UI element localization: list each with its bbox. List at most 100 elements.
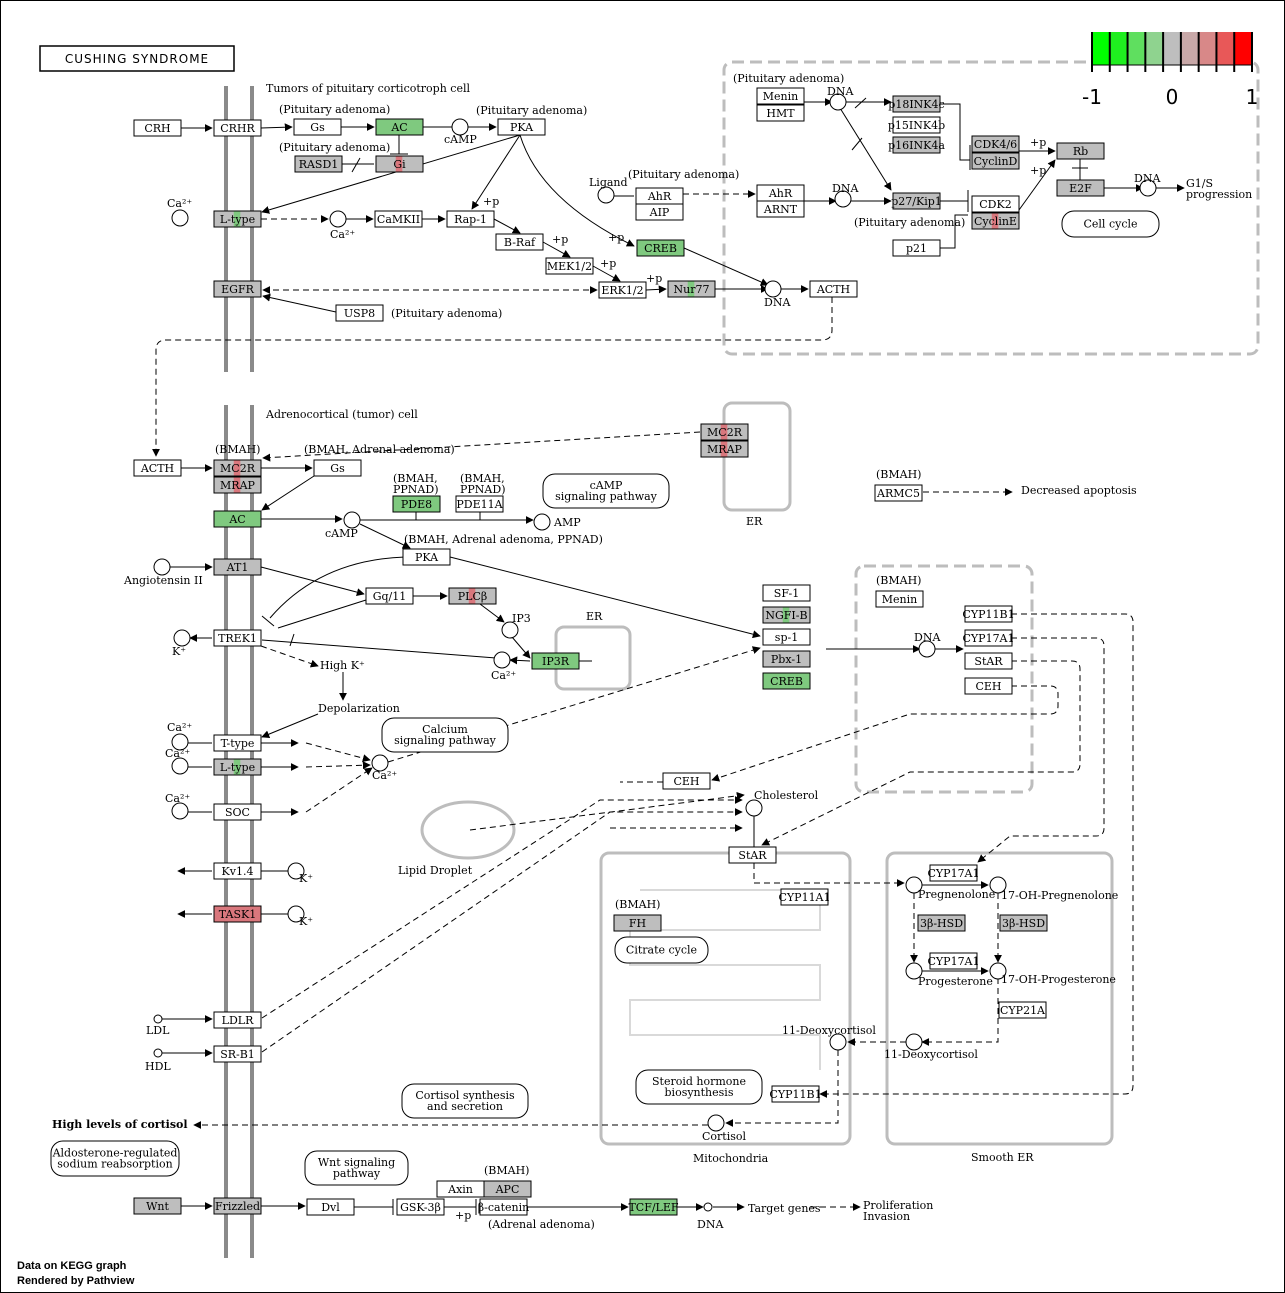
gene-egfr[interactable]: EGFR	[213, 280, 262, 298]
label: (Pituitary adenoma)	[628, 168, 739, 181]
gene-rap-1[interactable]: Rap-1	[446, 210, 495, 228]
gene-l-type[interactable]: L-type	[213, 758, 262, 776]
gene-ip3r[interactable]: IP3R	[531, 652, 580, 670]
pathway-link-label: cAMP	[590, 479, 623, 492]
gene-crhr[interactable]: CRHR	[213, 119, 262, 137]
gene-kv1-4[interactable]: Kv1.4	[213, 862, 262, 880]
gene-gi[interactable]: Gi	[375, 155, 424, 173]
gene-ahr[interactable]: AhR	[635, 187, 684, 205]
gene-pde11a[interactable]: PDE11A	[455, 495, 504, 513]
gene-3-hsd[interactable]: 3β-HSD	[917, 914, 966, 932]
gene-star[interactable]: StAR	[728, 846, 777, 864]
gene-mrap[interactable]: MRAP	[700, 440, 749, 458]
gene-camkii[interactable]: CaMKII	[374, 210, 423, 228]
gene-pka[interactable]: PKA	[497, 118, 546, 136]
gene-star[interactable]: StAR	[964, 652, 1013, 670]
gene-menin[interactable]: Menin	[756, 87, 805, 105]
compound-circle	[1139, 179, 1157, 197]
gene-mek1-2[interactable]: MEK1/2	[545, 257, 594, 275]
gene-ngfi-b[interactable]: NGFI-B	[762, 606, 811, 624]
gene-cyp11a1[interactable]: CYP11A1	[778, 888, 831, 906]
pathway-link-label: Steroid hormone	[652, 1075, 746, 1088]
gene-mc2r[interactable]: MC2R	[213, 459, 262, 477]
gene-cyp17a1[interactable]: CYP17A1	[962, 629, 1015, 647]
gene-mrap[interactable]: MRAP	[213, 476, 262, 494]
gene-cyclind[interactable]: CyclinD	[971, 152, 1020, 170]
gene-rasd1[interactable]: RASD1	[294, 155, 343, 173]
pathway-link[interactable]: Cell cycle	[1061, 210, 1160, 238]
gene-label: Wnt	[146, 1200, 169, 1213]
gene-menin[interactable]: Menin	[875, 590, 924, 608]
gene-usp8[interactable]: USP8	[335, 304, 384, 322]
pathway-link[interactable]: Citrate cycle	[614, 936, 709, 964]
gene-ldlr[interactable]: LDLR	[213, 1011, 262, 1029]
gene-ac[interactable]: AC	[213, 510, 262, 528]
gene-cyp17a1[interactable]: CYP17A1	[927, 864, 980, 882]
gene-cyp11b1[interactable]: CYP11B1	[769, 1085, 822, 1103]
gene-sf-1[interactable]: SF-1	[762, 584, 811, 602]
gene-arnt[interactable]: ARNT	[756, 200, 805, 218]
gene-dvl[interactable]: Dvl	[306, 1198, 355, 1216]
gene-acth[interactable]: ACTH	[809, 280, 858, 298]
gene-p16ink4a[interactable]: p16INK4a	[888, 136, 945, 154]
gene-gsk-3-[interactable]: GSK-3β	[396, 1198, 445, 1216]
gene-cdk4-6[interactable]: CDK4/6	[971, 135, 1020, 153]
gene-soc[interactable]: SOC	[213, 803, 262, 821]
gene-nur77[interactable]: Nur77	[667, 280, 716, 298]
gene-cyp21a[interactable]: CYP21A	[998, 1001, 1047, 1019]
gene-p27-kip1[interactable]: p27/Kip1	[891, 192, 942, 210]
gene-p18ink4c[interactable]: p18INK4c	[888, 95, 945, 113]
gene-ceh[interactable]: CEH	[964, 677, 1013, 695]
gene-aip[interactable]: AIP	[635, 203, 684, 221]
gene-e2f[interactable]: E2F	[1056, 179, 1105, 197]
gene-gq-11[interactable]: Gq/11	[365, 587, 414, 605]
gene-b-raf[interactable]: B-Raf	[495, 233, 544, 251]
gene-acth[interactable]: ACTH	[133, 459, 182, 477]
gene-ahr[interactable]: AhR	[756, 184, 805, 202]
gene-sp-1[interactable]: sp-1	[762, 628, 811, 646]
gene-l-type[interactable]: L-type	[213, 210, 262, 228]
gene-hmt[interactable]: HMT	[756, 104, 805, 122]
gene-crh[interactable]: CRH	[133, 119, 182, 137]
gene-rb[interactable]: Rb	[1056, 142, 1105, 160]
gene-p15ink4b[interactable]: p15INK4b	[888, 116, 945, 134]
gene--catenin[interactable]: β-catenin	[478, 1198, 529, 1216]
gene-axin[interactable]: Axin	[436, 1180, 485, 1198]
gene-fh[interactable]: FH	[613, 914, 662, 932]
gene-sr-b1[interactable]: SR-B1	[213, 1045, 262, 1063]
gene-pde8[interactable]: PDE8	[392, 495, 441, 513]
gene-plc-[interactable]: PLCβ	[448, 587, 497, 605]
gene-at1[interactable]: AT1	[213, 558, 262, 576]
gene-cyp17a1[interactable]: CYP17A1	[927, 952, 980, 970]
gene-ac[interactable]: AC	[375, 118, 424, 136]
gene-gs[interactable]: Gs	[313, 459, 362, 477]
gene-tcf-lef[interactable]: TCF/LEF	[628, 1198, 679, 1216]
compound-circle	[764, 280, 782, 298]
gene-pka[interactable]: PKA	[402, 548, 451, 566]
gene-t-type[interactable]: T-type	[213, 734, 262, 752]
gene-trek1[interactable]: TREK1	[213, 629, 262, 647]
gene-cycline[interactable]: CyclinE	[971, 212, 1020, 230]
gene-mc2r[interactable]: MC2R	[700, 423, 749, 441]
gene-pbx-1[interactable]: Pbx-1	[762, 650, 811, 668]
gene-3-hsd[interactable]: 3β-HSD	[999, 914, 1048, 932]
gene-creb[interactable]: CREB	[636, 239, 685, 257]
gene-p21[interactable]: p21	[892, 239, 941, 257]
gene-cyp11b1[interactable]: CYP11B1	[962, 605, 1015, 623]
gene-ceh[interactable]: CEH	[662, 772, 711, 790]
gene-creb[interactable]: CREB	[762, 672, 811, 690]
gene-armc5[interactable]: ARMC5	[874, 484, 923, 502]
gene-apc[interactable]: APC	[483, 1180, 532, 1198]
gene-frizzled[interactable]: Frizzled	[213, 1197, 262, 1215]
gene-gs[interactable]: Gs	[293, 118, 342, 136]
gene-cdk2[interactable]: CDK2	[971, 195, 1020, 213]
gene-erk1-2[interactable]: ERK1/2	[598, 281, 647, 299]
gene-wnt[interactable]: Wnt	[133, 1197, 182, 1215]
gene-task1[interactable]: TASK1	[213, 905, 262, 923]
